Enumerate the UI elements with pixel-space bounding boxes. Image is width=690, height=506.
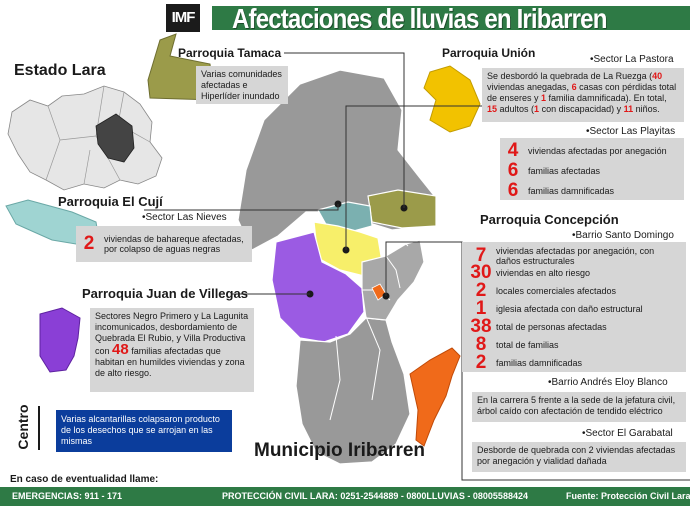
- sd-stat-6: 8 total de familias: [470, 334, 559, 355]
- iribarren-south-region: [295, 317, 411, 465]
- stat-text: familias damnificadas: [528, 186, 615, 196]
- estado-lara-label: Estado Lara: [14, 62, 106, 79]
- pastora-text-0: Se desbordó la quebrada de La Ruezga (: [487, 71, 653, 81]
- stat-num: 4: [507, 140, 519, 161]
- playitas-stat-1: 4 viviendas afectadas por anegación: [502, 140, 667, 161]
- union-pastora-sector: •Sector La Pastora: [590, 54, 674, 65]
- pastora-text-4: adultos (: [497, 104, 535, 114]
- concepcion-shape: [409, 347, 461, 447]
- sd-stat-1: 7 viviendas afectadas por anegación, con …: [470, 246, 668, 266]
- eloy-sector: •Barrio Andrés Eloy Blanco: [548, 377, 668, 388]
- garabatal-box: Desborde de quebrada con 2 viviendas afe…: [472, 442, 686, 472]
- header-bar: [212, 6, 690, 30]
- stat-text: viviendas en alto riesgo: [496, 268, 591, 278]
- santo-domingo-box: 7 viviendas afectadas por anegación, con …: [462, 242, 686, 372]
- stat-num: 6: [507, 180, 519, 201]
- connector-cuji: [144, 204, 339, 211]
- stat-text: familias damnificadas: [496, 358, 583, 368]
- pastora-num-1a: 1: [541, 93, 547, 103]
- stat-text: viviendas afectadas por anegación, con d…: [496, 246, 655, 266]
- stat-text: viviendas afectadas por anegación: [528, 146, 667, 156]
- cuji-sector: •Sector Las Nieves: [142, 212, 227, 223]
- villegas-box: Sectores Negro Primero y La Lagunita inc…: [90, 308, 254, 392]
- garabatal-sector: •Sector El Garabatal: [582, 428, 673, 439]
- centro-divider: [38, 406, 40, 450]
- footer-call-text: En caso de eventualidad llame:: [10, 474, 159, 485]
- pastora-text-5: con discapacidad) y: [539, 104, 624, 114]
- union-playitas-box: 4 viviendas afectadas por anegación 6 fami…: [500, 138, 684, 200]
- footer-fuente: Fuente: Protección Civil Lara: [566, 491, 690, 501]
- villegas-shape: [39, 307, 81, 373]
- union-pastora-box: Se desbordó la quebrada de La Ruezga (40…: [482, 68, 684, 122]
- pastora-num-6: 6: [571, 82, 577, 92]
- footer-bar: EMERGENCIAS: 911 - 171 PROTECCIÓN CIVIL …: [0, 487, 690, 506]
- municipio-iribarren-label: Municipio Iribarren: [254, 440, 426, 461]
- villegas-text-before: Sectores Negro Primero y La Lagunita inc…: [95, 311, 249, 356]
- lara-state-shape: [7, 85, 163, 191]
- concepcion-title: Parroquia Concepción: [480, 212, 619, 227]
- lara-state-map: [7, 85, 163, 191]
- stat-num: 2: [83, 233, 95, 254]
- cuji-title: Parroquia El Cují: [58, 194, 163, 209]
- stat-num: 38: [470, 316, 492, 337]
- villegas-num-48: 48: [112, 341, 129, 358]
- villegas-title: Parroquia Juan de Villegas: [82, 286, 248, 301]
- stat-num: 1: [475, 298, 487, 319]
- playitas-stat-2: 6 familias afectadas: [502, 160, 601, 181]
- lara-municipio-lines: [45, 85, 151, 185]
- connector-union: [345, 105, 482, 250]
- page-title: Afectaciones de lluvias en Iribarren: [232, 3, 607, 34]
- footer-proteccion: PROTECCIÓN CIVIL LARA: 0251-2544889 - 08…: [222, 491, 528, 501]
- sd-stat-7: 2 familias damnificadas: [470, 352, 583, 373]
- stat-num: 8: [475, 334, 487, 355]
- stat-text: locales comerciales afectados: [496, 286, 617, 296]
- union-playitas-sector: •Sector Las Playitas: [586, 126, 676, 137]
- santo-domingo-sector: •Barrio Santo Domingo: [572, 230, 674, 241]
- pastora-num-11: 11: [623, 104, 634, 114]
- cuji-box: 2 viviendas de bahareque afectadas, por c…: [76, 226, 252, 262]
- sd-stat-5: 38 total de personas afectadas: [470, 316, 607, 337]
- sd-stat-3: 2 locales comerciales afectados: [470, 280, 617, 301]
- iribarren-villegas-region: [271, 231, 365, 343]
- stat-text: total de personas afectadas: [496, 322, 607, 332]
- pastora-num-40: 40: [652, 71, 663, 81]
- logo: IMF: [166, 4, 200, 32]
- pastora-num-15: 15: [487, 104, 498, 114]
- stat-text: iglesia afectada con daño estructural: [496, 304, 643, 314]
- footer-emergencias: EMERGENCIAS: 911 - 171: [12, 491, 123, 501]
- stat-num: 30: [470, 262, 492, 283]
- stat-num: 7: [475, 245, 487, 266]
- iribarren-highlight: [95, 113, 135, 163]
- connector-tamaca: [284, 52, 405, 208]
- sd-stat-2: 30 viviendas en alto riesgo: [470, 262, 591, 283]
- stat-num: 6: [507, 160, 519, 181]
- iribarren-map: [237, 69, 437, 465]
- playitas-stat-3: 6 familias damnificadas: [502, 180, 615, 201]
- union-title: Parroquia Unión: [442, 46, 536, 60]
- pastora-text-1: viviendas anegadas,: [487, 82, 572, 92]
- sd-stat-4: 1 iglesia afectada con daño estructural: [470, 298, 643, 319]
- eloy-box: En la carrera 5 frente a la sede de la j…: [472, 392, 686, 422]
- pastora-text-3: familia damnificada). En total,: [546, 93, 667, 103]
- pastora-num-1b: 1: [534, 104, 540, 114]
- centro-box: Varias alcantarillas colapsaron producto…: [56, 410, 232, 452]
- stat-text: total de familias: [496, 340, 559, 350]
- union-shape: [423, 65, 481, 133]
- stat-text: viviendas de bahareque afectadas, por co…: [104, 234, 244, 254]
- villegas-text-after: familias afectadas que habitan en humild…: [95, 346, 245, 378]
- stat-num: 2: [475, 280, 487, 301]
- pastora-text-2: casas con pérdidas total de enseres y: [487, 82, 677, 103]
- stat-num: 2: [475, 352, 487, 373]
- centro-title: Centro: [15, 404, 31, 450]
- tamaca-title: Parroquia Tamaca: [178, 46, 282, 60]
- tamaca-box: Varias comunidades afectadas e Hiperlíde…: [196, 66, 288, 104]
- stat-text: familias afectadas: [528, 166, 601, 176]
- iribarren-east-subregions: [361, 239, 425, 321]
- cuji-stat: 2 viviendas de bahareque afectadas, por c…: [78, 234, 246, 254]
- pastora-text-6: niños.: [633, 104, 660, 114]
